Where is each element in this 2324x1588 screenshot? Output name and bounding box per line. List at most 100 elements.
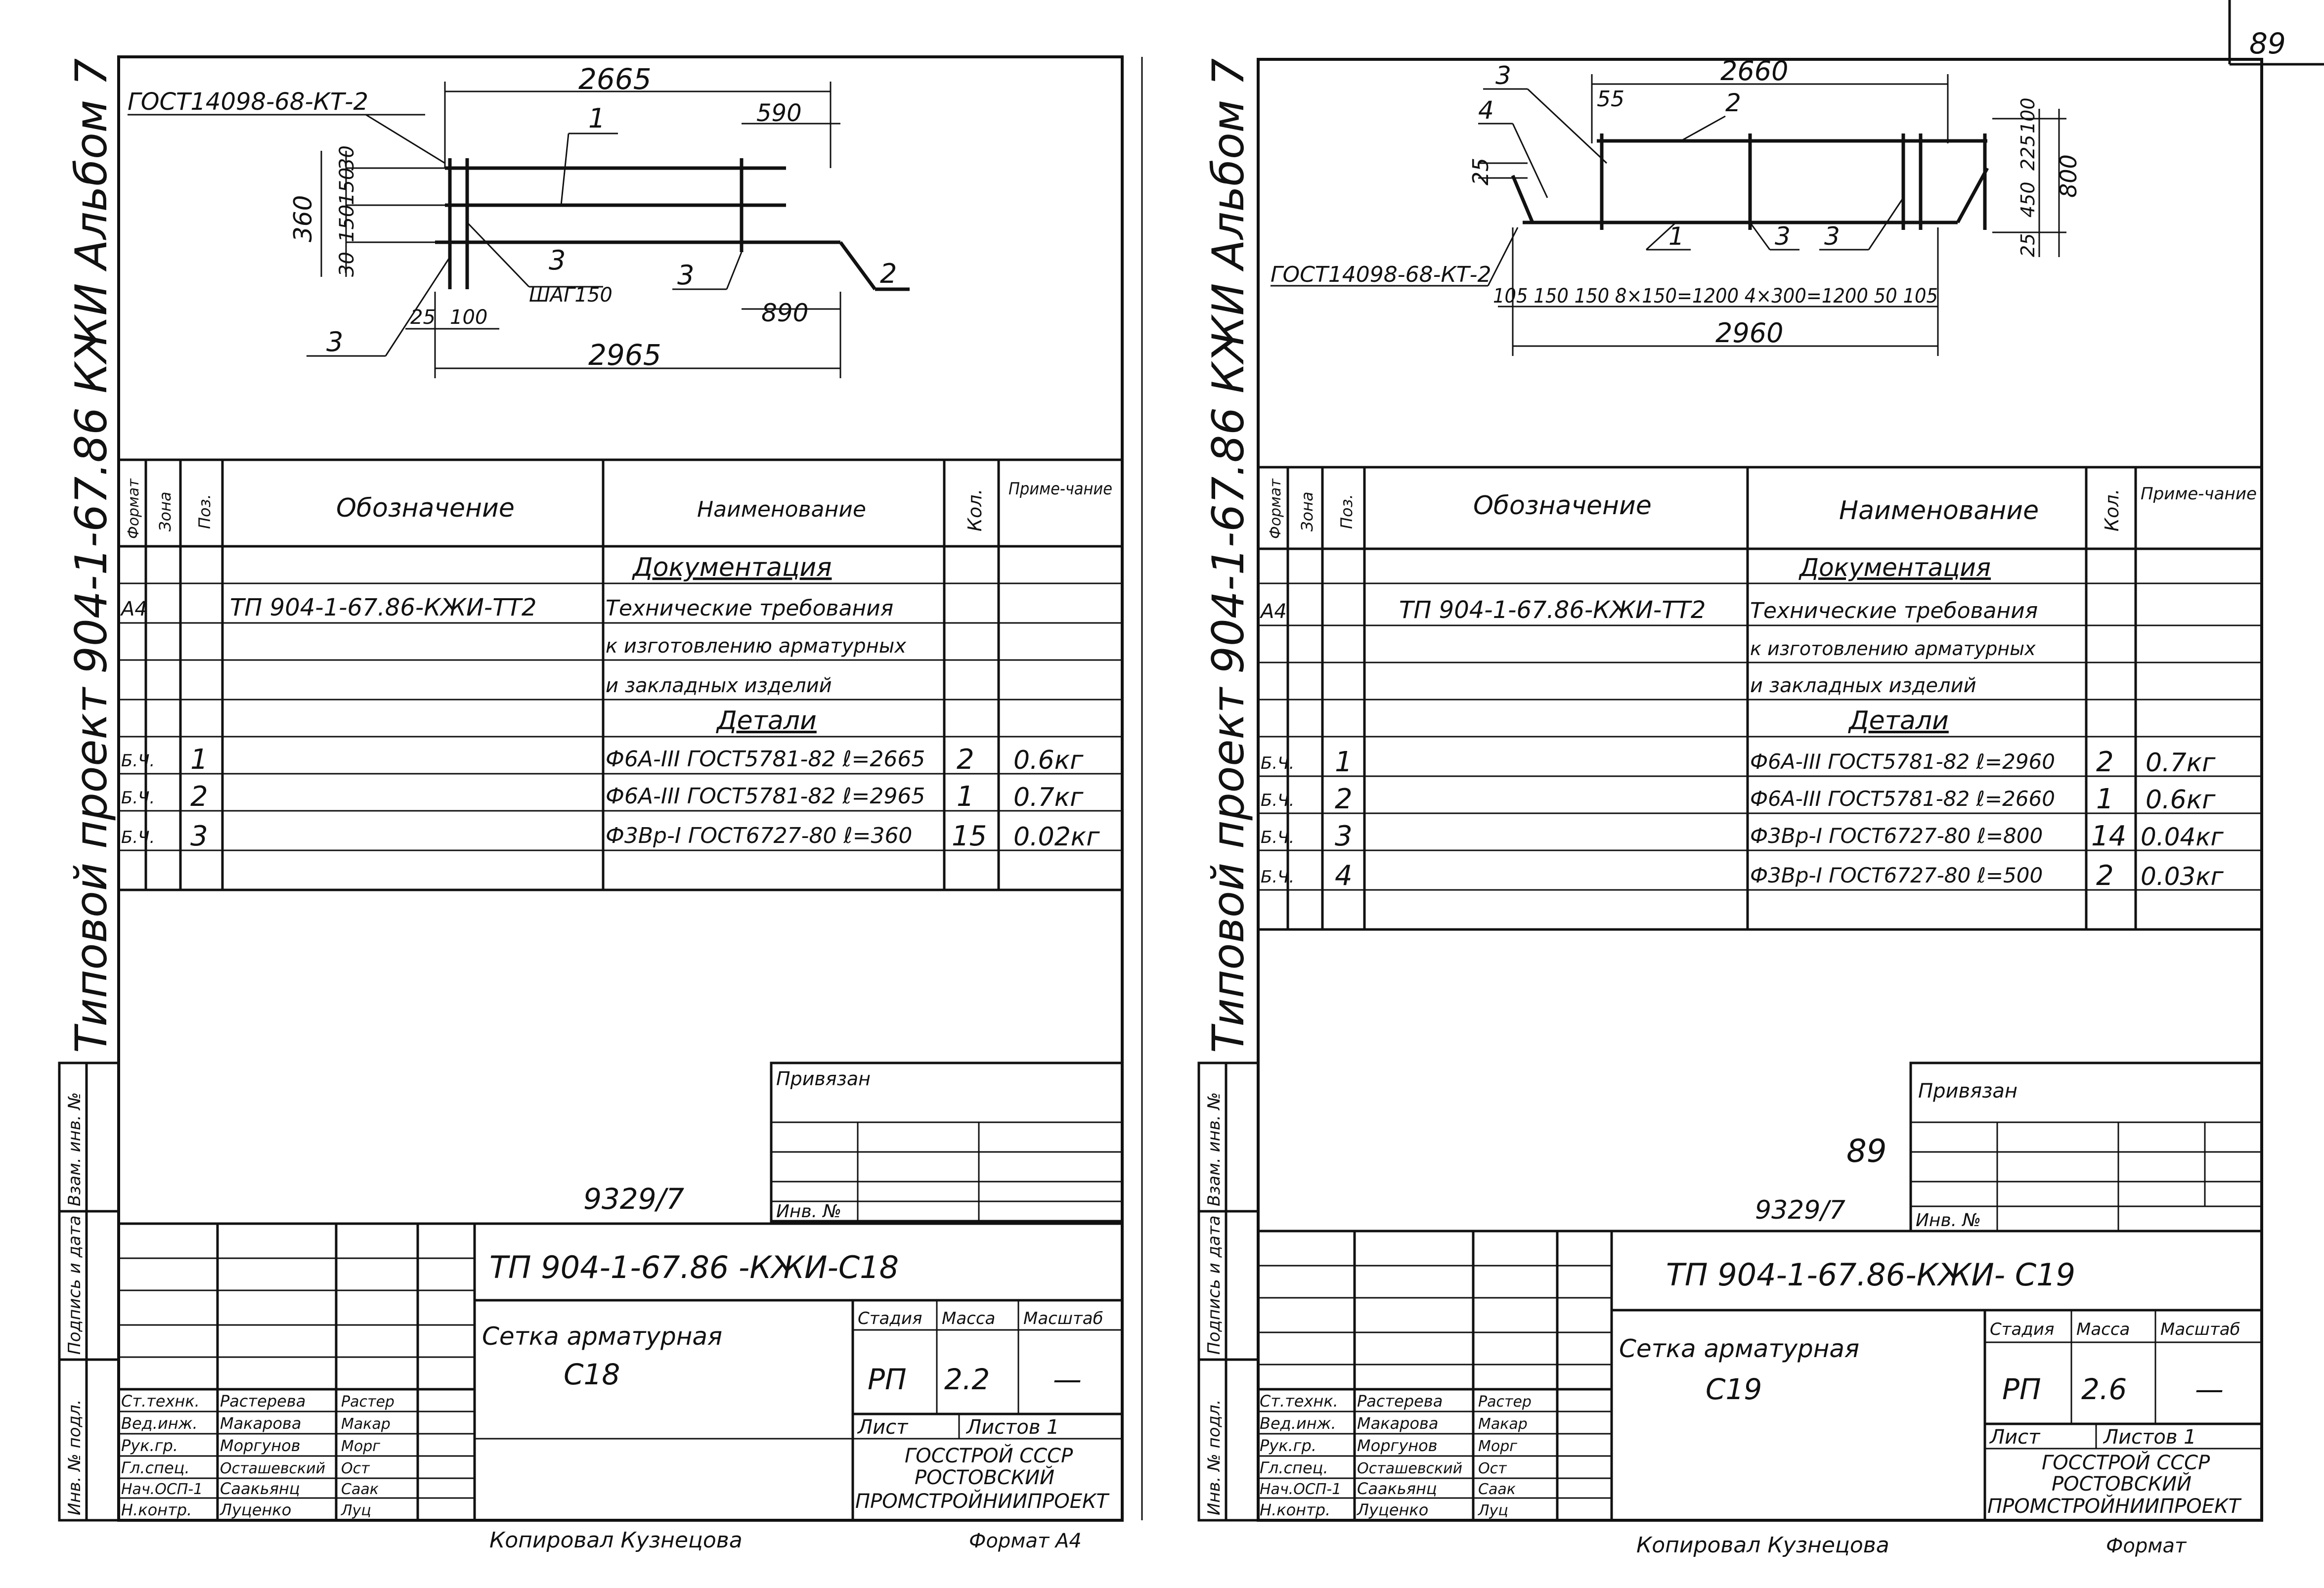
right-person-sign-2: Макар (1478, 1415, 1528, 1433)
right-gost-label: ГОСТ14098-68-КТ-2 (1271, 262, 1491, 287)
right-person-sign-5: Саак (1478, 1481, 1516, 1498)
right-person-role-5: Нач.ОСП-1 (1260, 1481, 1341, 1498)
left-row5-qty: 1 (957, 781, 974, 813)
page-number: 89 (2249, 27, 2286, 60)
left-org-3: ПРОМСТРОЙНИИПРОЕКТ (855, 1489, 1110, 1513)
left-scale-label: Масштаб (1023, 1309, 1103, 1328)
right-row6-pos: 3 (1335, 820, 1353, 852)
left-dim-890: 890 (761, 299, 808, 327)
right-stamp-3: Инв. № подл. (1204, 1399, 1224, 1515)
right-row4-name: Ф6А-III ГОСТ5781-82 ℓ=2960 (1750, 750, 2055, 774)
right-dim-55: 55 (1597, 87, 1624, 112)
right-person-name-1: Растерева (1357, 1392, 1443, 1411)
right-person-name-5: Саакьянц (1357, 1479, 1437, 1498)
left-hdr-designation: Обозначение (336, 493, 515, 523)
right-copied: Копировал Кузнецова (1636, 1533, 1889, 1558)
right-title-line2: С19 (1706, 1372, 1762, 1406)
page-number-box: 89 (2228, 0, 2324, 66)
left-dim-30a: 30 (336, 145, 358, 171)
right-sheet: Типовой проект 904-1-67.86 КЖИ Альбом 7 … (1197, 55, 2263, 1558)
left-mass-label: Масса (942, 1309, 995, 1328)
right-row6-qty: 14 (2091, 820, 2126, 852)
right-row7-format: Б.Ч. (1261, 867, 1294, 887)
left-pos-3b: 3 (677, 260, 694, 291)
right-extra-no: 89 (1846, 1133, 1886, 1170)
left-sheets-label: Листов 1 (965, 1416, 1059, 1439)
left-dim-30b: 30 (336, 252, 358, 277)
left-row1-format: А4 (120, 598, 147, 620)
left-row5-format: Б.Ч. (121, 788, 155, 808)
right-row7-qty: 2 (2096, 860, 2114, 892)
left-row5-pos: 2 (190, 781, 208, 813)
right-pos-3a: 3 (1775, 222, 1791, 251)
left-frame (117, 55, 1124, 1522)
left-spec-table: Формат Зона Поз. Обозначение Наименовани… (119, 458, 1122, 891)
right-row6-name: Ф3Вр-I ГОСТ6727-80 ℓ=800 (1750, 824, 2043, 848)
right-mass-label: Масса (2076, 1320, 2130, 1339)
right-sheet-label: Лист (1989, 1426, 2041, 1449)
left-row4-name: Ф6А-III ГОСТ5781-82 ℓ=2665 (606, 747, 925, 772)
right-hdr-designation: Обозначение (1473, 491, 1652, 521)
right-inv-no: Инв. № (1916, 1210, 1981, 1231)
left-person-role-2: Вед.инж. (121, 1414, 198, 1433)
right-row7-note: 0.03кг (2141, 862, 2224, 891)
right-doc-code: ТП 904-1-67.86-КЖИ- С19 (1666, 1257, 2075, 1293)
left-person-name-6: Луценко (219, 1500, 291, 1519)
right-person-name-6: Луценко (1357, 1500, 1428, 1519)
left-person-sign-6: Луц (341, 1502, 371, 1519)
left-sheet-label: Лист (857, 1416, 909, 1439)
right-privyazan-block: Привязан Инв. № (1909, 1061, 2263, 1233)
left-row4-pos: 1 (190, 744, 208, 776)
right-dim-100: 100 (2017, 97, 2039, 133)
right-row6-note: 0.04кг (2141, 823, 2224, 851)
right-row5-note: 0.6кг (2146, 785, 2216, 815)
left-row6-pos: 3 (190, 820, 208, 852)
right-row6-format: Б.Ч. (1261, 828, 1294, 847)
left-stage-label: Стадия (858, 1309, 922, 1328)
right-hdr-name: Наименование (1839, 496, 2039, 526)
left-hdr-format: Формат (125, 478, 142, 539)
left-person-sign-1: Растер (341, 1393, 395, 1411)
right-section-parts: Детали (1848, 706, 1949, 736)
left-people: Ст.технк. Растерева Растер Вед.инж. Мака… (121, 1392, 395, 1519)
left-hdr-pos: Поз. (195, 494, 214, 529)
left-person-name-1: Растерева (220, 1392, 306, 1411)
left-person-role-3: Рук.гр. (121, 1436, 178, 1455)
right-row7-name: Ф3Вр-I ГОСТ6727-80 ℓ=500 (1750, 863, 2043, 887)
left-person-sign-5: Саак (341, 1481, 379, 1498)
left-row6-format: Б.Ч. (121, 828, 155, 847)
right-person-name-3: Моргунов (1357, 1436, 1438, 1455)
left-format: Формат А4 (969, 1530, 1082, 1552)
left-section-docs: Документация (632, 553, 832, 582)
left-stamp-3: Инв. № подл. (65, 1399, 85, 1515)
right-row1-designation: ТП 904-1-67.86-КЖИ-ТТ2 (1399, 596, 1706, 624)
left-section-parts: Детали (716, 706, 817, 736)
left-dim-360: 360 (289, 195, 317, 242)
left-side-stamp: Взам. инв. № Подпись и дата Инв. № подл. (58, 1061, 120, 1522)
left-row5-name: Ф6А-III ГОСТ5781-82 ℓ=2965 (606, 784, 925, 809)
left-dim-2965: 2965 (588, 338, 661, 372)
right-stamp-1: Взам. инв. № (1204, 1092, 1224, 1206)
right-dim-25v: 25 (2017, 233, 2039, 257)
right-side-stamp: Взам. инв. № Подпись и дата Инв. № подл. (1197, 1061, 1260, 1522)
right-row4-pos: 1 (1335, 746, 1353, 778)
right-format: Формат (2106, 1535, 2187, 1557)
right-person-role-1: Ст.технк. (1260, 1392, 1338, 1411)
right-pos-3b: 3 (1824, 222, 1840, 251)
left-pos-3c: 3 (326, 326, 343, 357)
right-row4-format: Б.Ч. (1261, 753, 1294, 773)
left-dim-150b: 150 (336, 205, 358, 242)
right-title-line1: Сетка арматурная (1619, 1334, 1859, 1363)
left-dim-25: 25 (410, 306, 436, 329)
right-dim-2660: 2660 (1720, 55, 1788, 87)
left-dim-590: 590 (756, 99, 802, 127)
right-hdr-format: Формат (1267, 478, 1284, 539)
right-row7-pos: 4 (1335, 860, 1353, 892)
right-person-sign-4: Ост (1478, 1460, 1507, 1477)
right-row5-format: Б.Ч. (1261, 791, 1294, 810)
right-hdr-pos: Поз. (1337, 494, 1356, 529)
right-archive-no: 9329/7 (1755, 1195, 1845, 1225)
right-person-role-4: Гл.спец. (1260, 1458, 1328, 1477)
left-person-sign-2: Макар (341, 1415, 391, 1433)
